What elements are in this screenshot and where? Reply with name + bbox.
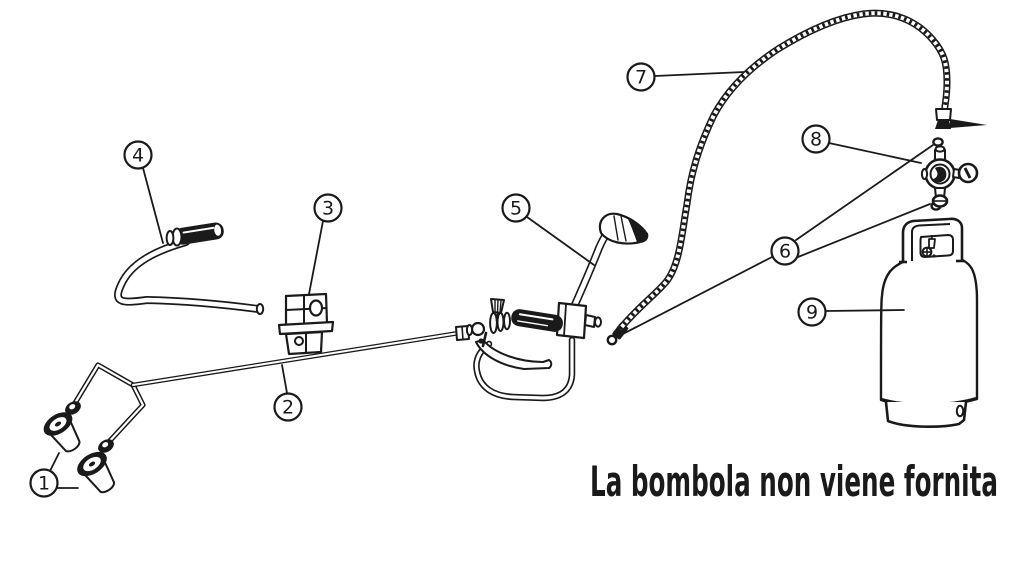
nozzle-cap — [77, 451, 116, 494]
bent-hose-with-grip — [114, 222, 265, 315]
torch-assembly — [465, 212, 649, 402]
callout-4: 4 — [123, 140, 164, 244]
callout-number: 1 — [38, 473, 50, 495]
callout-2: 2 — [273, 364, 303, 422]
callout-number: 4 — [132, 145, 144, 167]
pressure-regulator — [920, 145, 979, 208]
callout-3: 3 — [308, 193, 343, 295]
callout-number: 5 — [510, 198, 522, 220]
callout-1: 1 — [29, 452, 79, 498]
callout-9: 9 — [797, 297, 905, 327]
callout-8: 8 — [801, 124, 922, 164]
callout-7: 7 — [626, 62, 745, 92]
callout-number: 2 — [282, 397, 294, 419]
callout-number: 9 — [806, 302, 818, 324]
grip-handle — [175, 222, 224, 245]
note-text: La bombola non viene fornita — [590, 457, 998, 506]
cylinder-base-skirt — [884, 401, 968, 428]
mounting-block — [277, 292, 335, 356]
pipe-end-fitting — [98, 439, 114, 453]
callout-number: 8 — [810, 129, 822, 151]
callout-number: 7 — [635, 67, 647, 89]
lance-rod — [65, 325, 470, 453]
pipe-end-fitting — [65, 401, 81, 415]
callout-number: 6 — [779, 241, 791, 263]
callout-number: 3 — [322, 198, 334, 220]
cylinder-valve — [928, 238, 936, 249]
braided-hose — [612, 9, 987, 340]
nozzle-caps — [43, 412, 116, 494]
callout-5: 5 — [501, 193, 595, 266]
nozzle-cap — [43, 412, 81, 453]
callout-6: 6 — [616, 144, 934, 338]
hose-spigot — [950, 119, 987, 128]
gas-cylinder — [879, 217, 979, 428]
torch-grip — [511, 309, 563, 332]
callouts: 1 2 3 4 5 6 — [29, 62, 934, 498]
